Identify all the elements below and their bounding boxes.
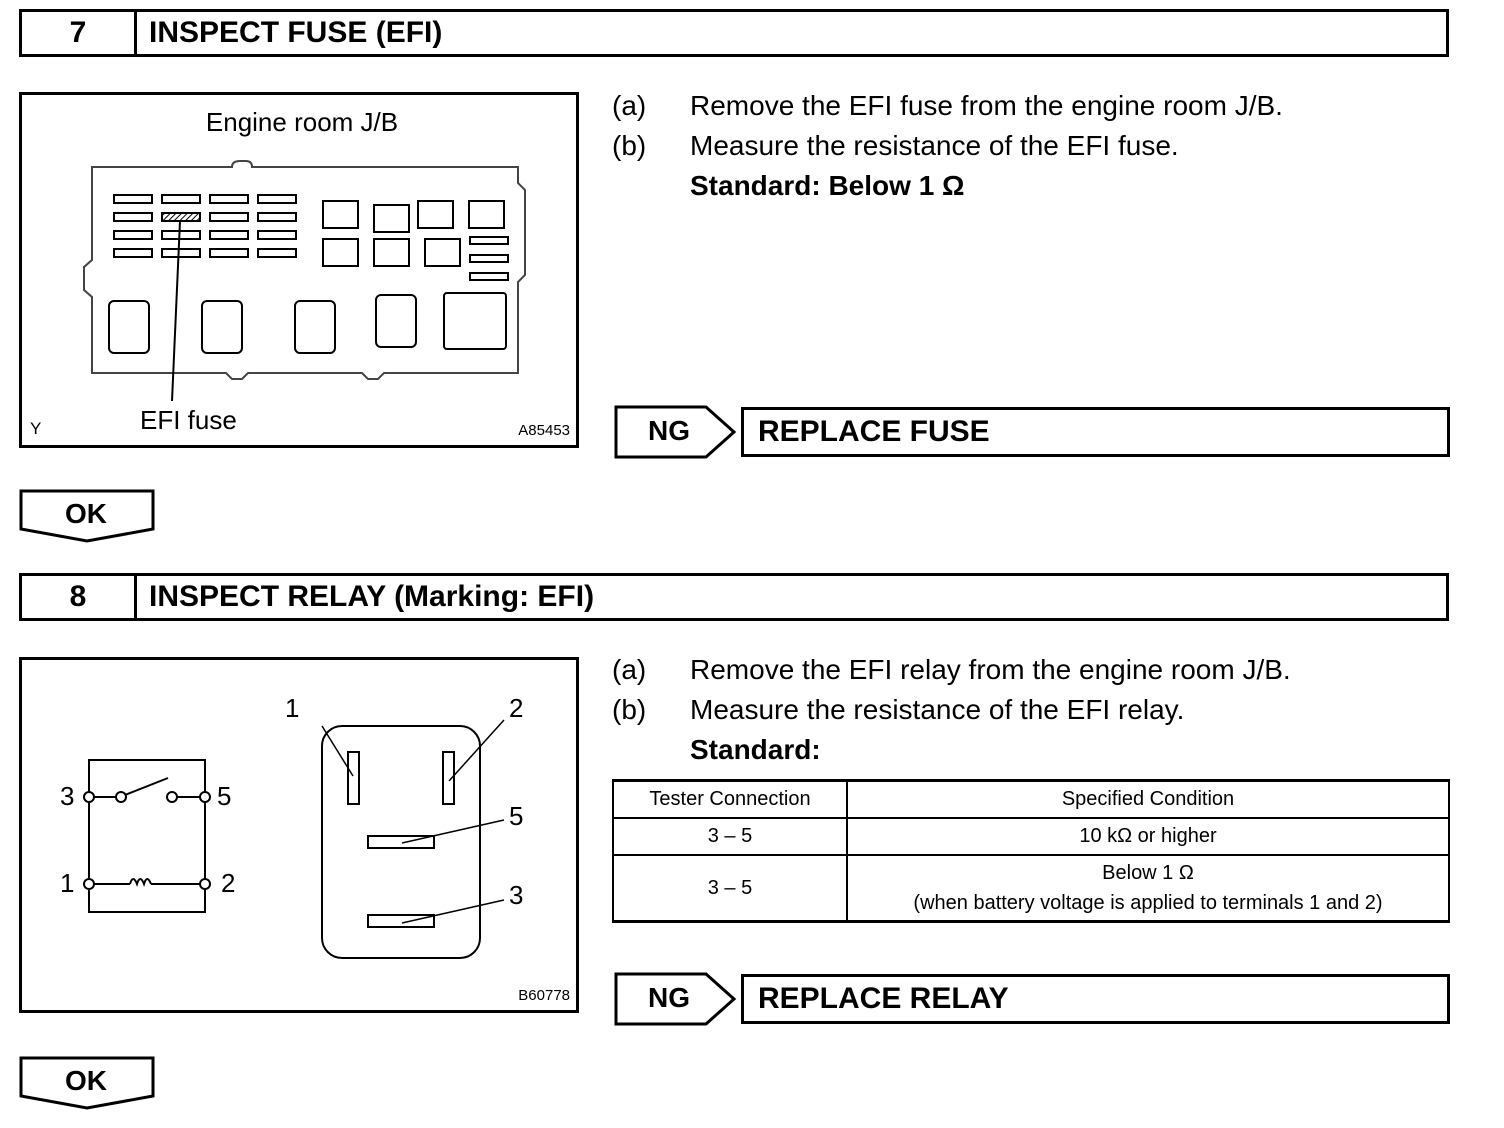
step-title: INSPECT RELAY (Marking: EFI) [149, 580, 595, 613]
step-7-header: 7 INSPECT FUSE (EFI) [19, 9, 1449, 57]
figure-code: B60778 [518, 987, 570, 1004]
instruction-label: (b) [612, 694, 647, 725]
ng-action-box: REPLACE RELAY [741, 974, 1450, 1024]
schematic-terminal-2: 2 [221, 868, 236, 898]
instruction-b: (b) Measure the resistance of the EFI fu… [612, 126, 1452, 166]
step-8-header: 8 INSPECT RELAY (Marking: EFI) [19, 573, 1449, 621]
table-row: 3 – 5 10 kΩ or higher [612, 817, 1450, 856]
efi-fuse-marker [161, 212, 201, 222]
instruction-a: (a) Remove the EFI relay from the engine… [612, 650, 1452, 690]
relay-terminal-5: 5 [509, 801, 524, 831]
ok-arrow-icon [19, 1056, 155, 1110]
column-header: Specified Condition [846, 779, 1450, 819]
condition-value: Below 1 Ω [1102, 862, 1194, 884]
ng-action-box: REPLACE FUSE [741, 407, 1450, 457]
schematic-terminal-3: 3 [60, 781, 75, 811]
column-header: Tester Connection [612, 779, 848, 819]
instruction-label: (a) [612, 654, 647, 685]
step-7-instructions: (a) Remove the EFI fuse from the engine … [612, 86, 1452, 206]
standard-label: Standard: [690, 734, 821, 765]
step-number: 7 [22, 12, 137, 54]
instruction-b: (b) Measure the resistance of the EFI re… [612, 690, 1452, 730]
standard-value: Standard: Below 1 Ω [690, 170, 965, 201]
condition-note: (when battery voltage is applied to term… [913, 892, 1383, 914]
ng-label: NG [648, 415, 690, 446]
ok-label: OK [65, 1065, 107, 1096]
instruction-label: (b) [612, 130, 647, 161]
relay-terminal-1: 1 [285, 693, 300, 723]
figure-caption: Engine room J/B [205, 107, 399, 137]
figure-code: A85453 [518, 422, 570, 439]
schematic-terminal-1: 1 [60, 868, 75, 898]
instruction-text: Remove the EFI relay from the engine roo… [690, 654, 1291, 685]
specified-condition-cell: 10 kΩ or higher [846, 817, 1450, 856]
ok-label: OK [65, 498, 107, 529]
table-header-row: Tester Connection Specified Condition [612, 779, 1450, 819]
schematic-terminal-5: 5 [217, 781, 232, 811]
ng-arrow-icon [614, 405, 737, 459]
figure-corner-label: Y [30, 419, 42, 438]
step-title: INSPECT FUSE (EFI) [149, 16, 443, 49]
step-8-instructions: (a) Remove the EFI relay from the engine… [612, 650, 1452, 770]
table-row: 3 – 5 Below 1 Ω (when battery voltage is… [612, 854, 1450, 923]
instruction-a: (a) Remove the EFI fuse from the engine … [612, 86, 1452, 126]
instruction-text: Remove the EFI fuse from the engine room… [690, 90, 1283, 121]
junction-block-diagram [83, 160, 526, 402]
fuse-location-figure: Engine room J/B EFI fuse Y A85453 [19, 92, 579, 448]
instruction-text: Measure the resistance of the EFI relay. [690, 694, 1185, 725]
ng-arrow-icon [614, 972, 737, 1026]
relay-terminal-2: 2 [509, 693, 524, 723]
relay-schematic [83, 759, 211, 913]
relay-figure: 3 5 1 2 1 2 5 3 B60778 [19, 657, 579, 1013]
instruction-text: Measure the resistance of the EFI fuse. [690, 130, 1179, 161]
relay-body [321, 719, 505, 959]
relay-diagram [83, 719, 505, 959]
resistance-spec-table: Tester Connection Specified Condition 3 … [612, 779, 1450, 923]
step-number: 8 [22, 576, 137, 618]
ok-arrow-icon [19, 489, 155, 543]
instruction-label: (a) [612, 90, 647, 121]
tester-connection-cell: 3 – 5 [612, 817, 848, 856]
ng-label: NG [648, 982, 690, 1013]
tester-connection-cell: 3 – 5 [612, 854, 848, 923]
efi-fuse-callout: EFI fuse [140, 405, 237, 435]
specified-condition-cell: Below 1 Ω (when battery voltage is appli… [846, 854, 1450, 923]
relay-terminal-3: 3 [509, 880, 524, 910]
